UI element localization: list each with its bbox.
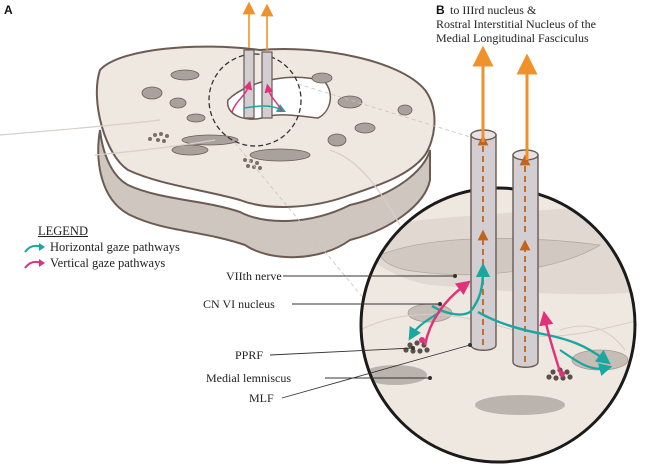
label-cn-vi-nucleus: CN VI nucleus xyxy=(203,297,275,311)
mlf-tubes-large xyxy=(470,129,539,368)
pink-arrow-icon xyxy=(24,259,45,269)
legend-title: LEGEND xyxy=(38,224,88,238)
destination-line-2: Rostral Interstitial Nucleus of the xyxy=(436,17,596,31)
legend-label-vertical: Vertical gaze pathways xyxy=(50,256,166,270)
label-viith-nerve: VIIth nerve xyxy=(226,269,282,283)
label-mlf: MLF xyxy=(249,391,274,405)
legend-item-horizontal: Horizontal gaze pathways xyxy=(24,240,180,255)
mlf-tubes-small xyxy=(231,1,287,119)
gaze-pathways xyxy=(408,262,613,377)
legend-label-horizontal: Horizontal gaze pathways xyxy=(50,240,180,254)
teal-arrow-icon xyxy=(24,243,45,253)
label-pprf: PPRF xyxy=(235,348,264,362)
panel-label-a: A xyxy=(4,3,13,17)
destination-line-3: Medial Longitudinal Fasciculus xyxy=(436,31,589,45)
zoom-circle xyxy=(208,53,302,147)
leader-lines xyxy=(269,275,471,399)
legend-item-vertical: Vertical gaze pathways xyxy=(24,256,165,271)
panel-label-b: B xyxy=(436,3,445,17)
destination-line-1: to IIIrd nucleus & xyxy=(450,3,537,17)
label-medial-lemniscus: Medial lemniscus xyxy=(206,371,291,385)
brainstem-section xyxy=(0,45,436,259)
